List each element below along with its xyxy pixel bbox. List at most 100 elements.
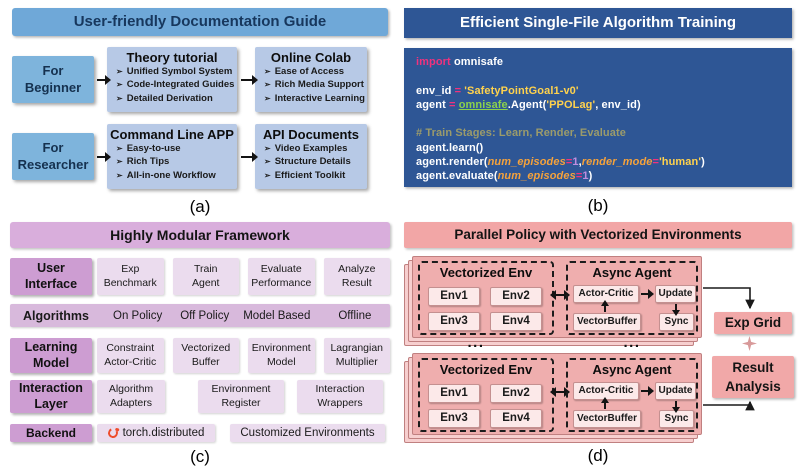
audience-box-beginner: For Beginner [12, 56, 94, 103]
arrow-right-icon [94, 74, 111, 85]
env-chip: Env2 [490, 384, 542, 403]
card-item-text: All-in-one Workflow [126, 169, 216, 181]
card-item: ➢Video Examples [255, 142, 367, 155]
audience-box-researcher: For Researcher [12, 133, 94, 180]
code-line: # Train Stages: Learn, Render, Evaluate [416, 127, 626, 140]
row-cell: Environment Register [198, 380, 284, 413]
env-chip: Env3 [428, 312, 480, 331]
vectorized-env-title: Vectorized Env [439, 362, 533, 377]
caption-a: (a) [189, 197, 211, 216]
arrow-up-icon [601, 300, 609, 312]
row-algorithms: Algorithms On Policy Off Policy Model Ba… [10, 304, 390, 327]
bullet-arrow-icon: ➢ [116, 93, 123, 103]
ellipsis: ... [467, 334, 485, 351]
card-item: ➢Easy-to-use [107, 142, 237, 155]
code-line: agent.learn() [416, 141, 484, 154]
row-cell: Analyze Result [323, 258, 390, 295]
ellipsis: ... [623, 334, 641, 351]
panel-b: Efficient Single-File Algorithm Training… [404, 8, 792, 216]
card-item-text: Structure Details [274, 156, 351, 168]
card-item-text: Rich Media Support [274, 79, 364, 91]
row-user-interface: User Interface Exp Benchmark Train Agent… [10, 258, 390, 295]
row-cells: Exp Benchmark Train Agent Evaluate Perfo… [97, 258, 390, 295]
arrow-right-icon [641, 386, 654, 396]
bullet-arrow-icon: ➢ [116, 157, 123, 167]
card-item-text: Ease of Access [274, 66, 345, 77]
card-title: API Documents [262, 127, 360, 142]
row-interaction-layer: Interaction Layer Algorithm Adapters Env… [10, 380, 390, 413]
vectorized-env-box: Vectorized Env Env1 Env2 Env3 Env4 [418, 358, 554, 432]
connector-to-result-analysis [703, 400, 755, 411]
row-cell: Exp Benchmark [97, 258, 164, 295]
card-item: ➢Rich Tips [107, 155, 237, 168]
row-cell: Algorithm Adapters [97, 380, 165, 413]
panel-c: Highly Modular Framework User Interface … [10, 222, 390, 467]
row-cells: Constraint Actor-Critic Vectorized Buffe… [97, 338, 390, 373]
arrow-right-icon [237, 151, 258, 162]
row-backend: Backend torch.distributed Customized Env… [10, 424, 390, 442]
env-chip: Env4 [490, 409, 542, 428]
torch-distributed-cell: torch.distributed [97, 424, 215, 442]
card-item: ➢Efficient Toolkit [255, 169, 367, 182]
card-item-text: Efficient Toolkit [274, 169, 346, 181]
algorithms-item: Offline [338, 309, 372, 322]
card-item: ➢Unified Symbol System [107, 65, 237, 78]
worker-group-2: Vectorized Env Env1 Env2 Env3 Env4 Async… [412, 353, 702, 435]
env-chip: Env3 [428, 409, 480, 428]
algorithms-item: On Policy [113, 309, 163, 322]
card-title: Theory tutorial [126, 50, 218, 65]
card-item: ➢Rich Media Support [255, 78, 367, 91]
algorithms-item: Model Based [243, 309, 311, 322]
row-learning-model: Learning Model Constraint Actor-Critic V… [10, 338, 390, 373]
panel-c-title: Highly Modular Framework [10, 222, 390, 248]
caption-d: (d) [587, 446, 609, 465]
async-agent-box: Async Agent Actor-Critic Update VectorBu… [566, 358, 698, 432]
card-title: Online Colab [270, 50, 352, 65]
row-cells: torch.distributed Customized Environment… [97, 424, 390, 442]
code-line: agent.render(num_episodes=1,render_mode=… [416, 156, 705, 169]
card-title: Command Line APP [110, 127, 234, 142]
bullet-arrow-icon: ➢ [116, 144, 123, 153]
torch-distributed-label: torch.distributed [122, 426, 205, 439]
bullet-arrow-icon: ➢ [116, 67, 123, 76]
vector-buffer-chip: VectorBuffer [573, 313, 641, 331]
card-item-text: Video Examples [274, 143, 348, 154]
card-item-text: Easy-to-use [126, 143, 181, 154]
row-cell: Evaluate Performance [248, 258, 315, 295]
panel-a-title: User-friendly Documentation Guide [12, 8, 388, 36]
async-agent-title: Async Agent [592, 265, 672, 280]
pytorch-flame-icon [106, 426, 119, 440]
algorithms-bar: Algorithms On Policy Off Policy Model Ba… [10, 304, 390, 327]
async-agent-title: Async Agent [592, 362, 672, 377]
row-label: User Interface [10, 258, 92, 295]
arrow-right-icon [641, 289, 654, 299]
row-cell: Vectorized Buffer [172, 338, 239, 373]
card-item: ➢Ease of Access [255, 65, 367, 78]
async-agent-box: Async Agent Actor-Critic Update VectorBu… [566, 261, 698, 335]
code-line: import omnisafe [416, 56, 504, 68]
card-item-text: Rich Tips [126, 156, 170, 168]
env-chip: Env4 [490, 312, 542, 331]
bullet-arrow-icon: ➢ [116, 170, 123, 180]
panel-d: Parallel Policy with Vectorized Environm… [404, 222, 794, 472]
doc-card-online-colab: Online Colab ➢Ease of Access ➢Rich Media… [255, 47, 367, 112]
caption-b: (b) [587, 196, 609, 215]
worker-group-1: Vectorized Env Env1 Env2 Env3 Env4 Async… [412, 256, 702, 338]
panel-d-title: Parallel Policy with Vectorized Environm… [404, 222, 792, 248]
code-line: agent = omnisafe.Agent('PPOLag', env_id) [416, 98, 641, 111]
update-chip: Update [655, 285, 696, 303]
bullet-arrow-icon: ➢ [264, 144, 271, 153]
arrow-up-icon [601, 397, 609, 409]
doc-card-theory-tutorial: Theory tutorial ➢Unified Symbol System ➢… [107, 47, 237, 112]
sparkle-icon [742, 336, 757, 351]
env-chip: Env1 [428, 287, 480, 306]
env-chip: Env2 [490, 287, 542, 306]
arrow-down-icon [672, 304, 680, 316]
code-line: env_id = 'SafetyPointGoal1-v0' [416, 84, 579, 97]
row-label: Learning Model [10, 338, 92, 373]
arrow-right-icon [94, 151, 111, 162]
row-cells: Algorithm Adapters Environment Register … [97, 380, 390, 413]
row-cell: Interaction Wrappers [297, 380, 383, 413]
row-label: Algorithms [23, 308, 89, 323]
card-item: ➢Code-Integrated Guides [107, 78, 237, 91]
